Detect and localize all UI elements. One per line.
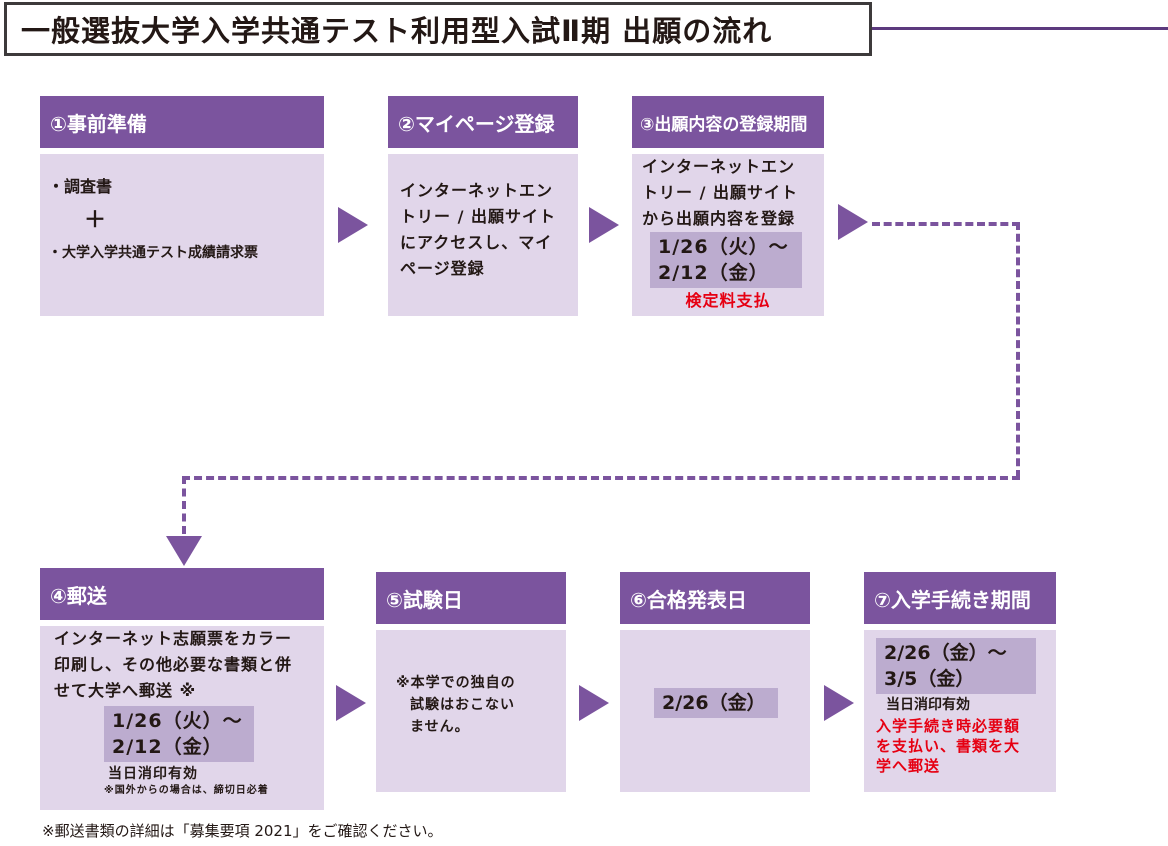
title-rule [872, 27, 1168, 30]
step-body: ※本学での独自の 試験はおこない ません。 [376, 630, 566, 792]
right-arrow-icon [589, 207, 619, 243]
step-3-registration: ③出願内容の登録期間 インターネットエン トリー / 出願サイト から出願内容を… [632, 96, 824, 316]
overseas-note: ※国外からの場合は、締切日必着 [104, 785, 269, 796]
right-arrow-icon [824, 685, 854, 721]
postmark-note: 当日消印有効 [108, 766, 198, 782]
step-7-enrollment: ⑦入学手続き期間 2/26（金）～ 3/5（金） 当日消印有効 入学手続き時必要… [864, 572, 1056, 792]
step-body: ・調査書 ＋ ・大学入学共通テスト成績請求票 [40, 154, 324, 316]
step-body: インターネットエン トリー / 出願サイト から出願内容を登録 1/26（火）～… [632, 154, 824, 316]
right-arrow-icon [579, 685, 609, 721]
enrollment-payment-note: 入学手続き時必要額 を支払い、書類を大 学へ郵送 [876, 717, 1021, 775]
step-heading: ②マイページ登録 [388, 96, 578, 148]
page-title: 一般選抜大学入学共通テスト利用型入試Ⅱ期 出願の流れ [4, 2, 872, 56]
step-body: インターネット志願票をカラー 印刷し、その他必要な書類と併 せて大学へ郵送 ※ … [40, 626, 324, 810]
down-arrow-icon [166, 536, 202, 566]
date-range: 1/26（火）～ 2/12（金） [650, 232, 802, 288]
step-heading: ⑥合格発表日 [620, 572, 810, 624]
step-body: インターネットエン トリー / 出願サイト にアクセスし、マイ ページ登録 [388, 154, 578, 316]
date-range: 1/26（火）～ 2/12（金） [104, 706, 254, 762]
step-heading: ⑤試験日 [376, 572, 566, 624]
date-range: 2/26（金）～ 3/5（金） [876, 638, 1036, 694]
right-arrow-icon [338, 207, 368, 243]
step-4-mailing: ④郵送 インターネット志願票をカラー 印刷し、その他必要な書類と併 せて大学へ郵… [40, 568, 324, 810]
announcement-date: 2/26（金） [654, 688, 778, 718]
footnote: ※郵送書類の詳細は「募集要項 2021」をご確認ください。 [42, 822, 443, 840]
step-6-result-announcement: ⑥合格発表日 2/26（金） [620, 572, 810, 792]
connector-line [182, 476, 186, 534]
step-5-exam-day: ⑤試験日 ※本学での独自の 試験はおこない ません。 [376, 572, 566, 792]
plus-sign: ＋ [84, 208, 107, 233]
step-1-preparation: ①事前準備 ・調査書 ＋ ・大学入学共通テスト成績請求票 [40, 96, 324, 316]
step-body: 2/26（金）～ 3/5（金） 当日消印有効 入学手続き時必要額 を支払い、書類… [864, 630, 1056, 792]
fee-payment-note: 検定料支払 [685, 291, 771, 310]
postmark-note: 当日消印有効 [886, 697, 970, 713]
step-heading: ①事前準備 [40, 96, 324, 148]
list-item: ・調査書 [48, 177, 113, 196]
connector-line [872, 222, 1020, 226]
step-2-mypage: ②マイページ登録 インターネットエン トリー / 出願サイト にアクセスし、マイ… [388, 96, 578, 316]
connector-line [182, 476, 1020, 480]
step-heading: ④郵送 [40, 568, 324, 620]
list-item: ・大学入学共通テスト成績請求票 [48, 245, 258, 261]
step-heading: ⑦入学手続き期間 [864, 572, 1056, 624]
right-arrow-icon [838, 204, 868, 240]
step-body: 2/26（金） [620, 630, 810, 792]
right-arrow-icon [336, 685, 366, 721]
connector-line [1016, 222, 1020, 478]
step-heading: ③出願内容の登録期間 [632, 96, 824, 148]
